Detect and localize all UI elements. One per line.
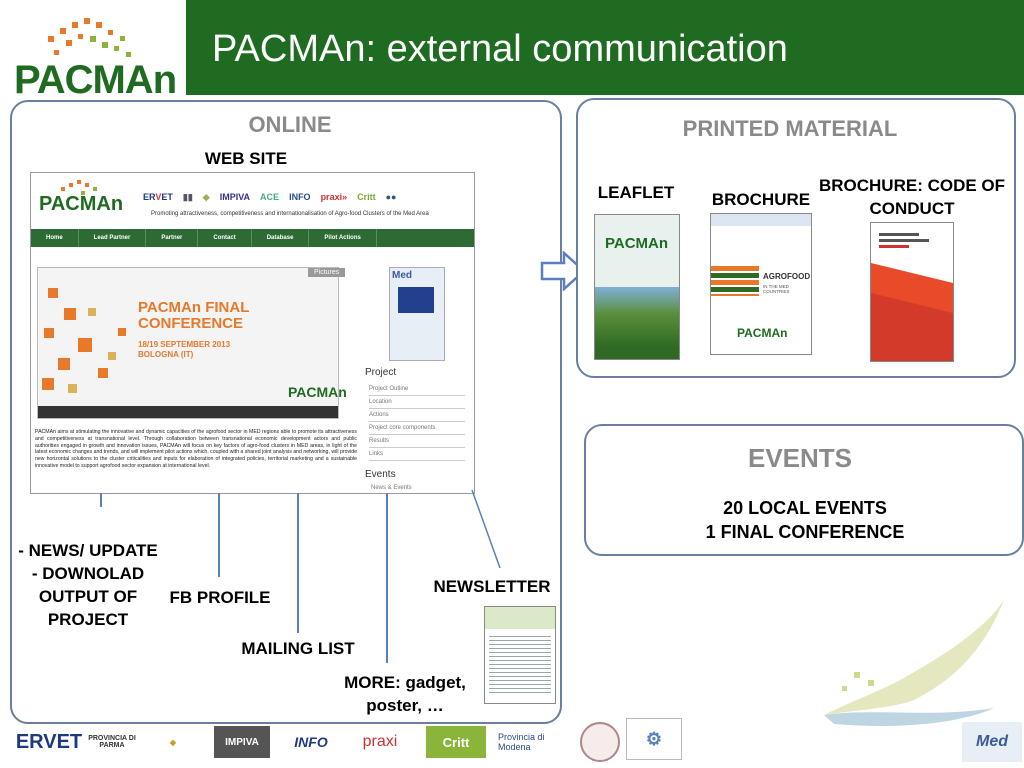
website-tagline: Promoting attractiveness, competitivenes… <box>151 211 429 217</box>
brochure-logo: PACMAn <box>737 326 788 340</box>
banner-city: BOLOGNA (IT) <box>138 350 194 359</box>
code-of-conduct-graphic <box>871 233 953 361</box>
side-link[interactable]: Results <box>369 435 465 448</box>
footer-logo-chamber: ⚙ <box>626 718 682 760</box>
brochure-title: AGROFOOD <box>763 272 811 281</box>
connector-line <box>386 493 388 663</box>
footer-logo-impiva: IMPIVA <box>214 726 270 758</box>
fb-profile-label: FB PROFILE <box>169 588 271 607</box>
leaflet-landscape <box>595 287 679 347</box>
footer-logo-parma: PROVINCIA DI PARMA <box>88 735 136 749</box>
website-nav-database[interactable]: Database <box>252 229 310 247</box>
banner-squares-graphic <box>42 288 126 393</box>
website-nav[interactable]: Home Lead Partner Partner Contact Databa… <box>31 229 474 247</box>
footer-logo-modena: Provincia di Modena <box>498 732 545 752</box>
header-bar <box>186 0 1024 95</box>
banner-title: PACMAn FINAL CONFERENCE <box>138 299 250 332</box>
pictures-tag[interactable]: Pictures <box>308 268 346 277</box>
events-panel <box>584 424 1024 556</box>
website-nav-contact[interactable]: Contact <box>198 229 252 247</box>
footer-logo-med: Med <box>962 722 1022 762</box>
leaflet-label: LEAFLET <box>597 183 675 202</box>
connector-line <box>297 493 299 633</box>
events-heading: EVENTS <box>747 443 853 473</box>
events-line-2: 1 FINAL CONFERENCE <box>705 522 905 542</box>
footer-logo-critt: Critt <box>426 726 486 758</box>
brochure-thumbnail: AGROFOOD IN THE MED COUNTRIES PACMAn <box>710 213 812 355</box>
website-nav-pilot-actions[interactable]: Pilot Actions <box>309 229 377 247</box>
side-link[interactable]: Location <box>369 396 465 409</box>
side-link[interactable]: Links <box>369 448 465 461</box>
newsletter-text-lines <box>489 633 551 693</box>
banner-logo: PACMAn <box>288 384 347 400</box>
website-nav-lead-partner[interactable]: Lead Partner <box>79 229 147 247</box>
leaflet-footer-bar <box>595 347 679 359</box>
page-title: PACMAn: external communication <box>212 28 788 70</box>
logo-dots-graphic <box>48 18 131 57</box>
side-project-links: Project Outline Location Actions Project… <box>369 383 465 461</box>
website-banner[interactable]: Pictures PACMAn FINAL CONFERENCE 18/19 S… <box>37 267 347 419</box>
brochure-stripes <box>711 266 759 296</box>
events-line-1: 20 LOCAL EVENTS <box>723 498 887 518</box>
newsletter-thumbnail <box>484 606 556 704</box>
website-nav-home[interactable]: Home <box>31 229 79 247</box>
side-event-link[interactable]: News & Events <box>371 485 412 491</box>
website-logo: PACMAn <box>39 193 124 215</box>
news-update-label: - NEWS/ UPDATE - DOWNOLAD OUTPUT OF PROJ… <box>18 541 158 629</box>
website-label: WEB SITE <box>204 149 288 168</box>
side-link[interactable]: Actions <box>369 409 465 422</box>
leaflet-thumbnail: PACMAn <box>594 214 680 360</box>
med-banner[interactable]: Med <box>389 267 445 361</box>
banner-caption-bar <box>38 406 338 418</box>
eu-flag-icon <box>398 287 434 313</box>
med-banner-text: Med <box>392 270 412 281</box>
website-body-text: PACMAn aims at stimulating the innovativ… <box>35 429 357 469</box>
code-of-conduct-thumbnail <box>870 222 954 362</box>
dove-graphic <box>824 600 1004 727</box>
brochure-subtitle: IN THE MED COUNTRIES <box>763 284 790 294</box>
pacman-logo: PACMAn <box>8 6 178 102</box>
side-link[interactable]: Project Outline <box>369 383 465 396</box>
footer-logo-info: INFO <box>294 734 328 750</box>
connector-line <box>100 493 102 507</box>
online-heading: ONLINE <box>248 112 332 137</box>
banner-date: 18/19 SEPTEMBER 2013 <box>138 340 231 349</box>
logo-text: PACMAn <box>14 58 177 102</box>
side-link[interactable]: Project core components <box>369 422 465 435</box>
side-heading-project: Project <box>365 367 397 378</box>
connector-line <box>218 493 220 577</box>
website-nav-partner[interactable]: Partner <box>146 229 199 247</box>
footer-logo-ervet: ERVET <box>15 730 83 753</box>
code-of-conduct-label: BROCHURE: CODE OF CONDUCT <box>818 176 1006 218</box>
newsletter-header <box>485 607 555 629</box>
leaflet-logo: PACMAn <box>605 235 669 252</box>
footer-logo-seal <box>580 722 620 762</box>
brochure-label: BROCHURE <box>711 190 811 209</box>
side-heading-events: Events <box>365 469 396 480</box>
newsletter-connector <box>471 489 501 569</box>
newsletter-label: NEWSLETTER <box>433 577 551 596</box>
footer-logo-cual: ◆ <box>169 737 177 747</box>
arrow-right-icon <box>540 251 586 291</box>
website-logo-dots <box>61 180 97 195</box>
mailing-list-label: MAILING LIST <box>241 639 355 658</box>
brochure-top-strip <box>711 214 811 226</box>
printed-heading: PRINTED MATERIAL <box>682 116 898 141</box>
more-label: MORE: gadget, poster, … <box>344 673 466 715</box>
footer-logo-praxi: praxi <box>362 733 398 750</box>
